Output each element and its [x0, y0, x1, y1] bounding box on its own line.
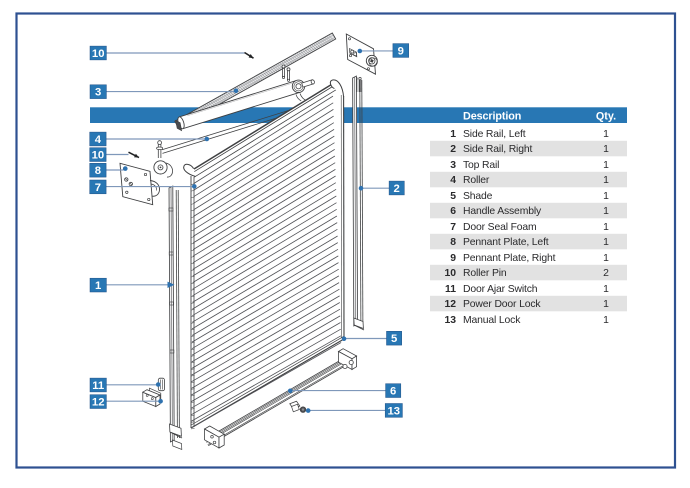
svg-text:11: 11 — [445, 284, 456, 295]
svg-text:13: 13 — [444, 315, 456, 326]
svg-text:9: 9 — [450, 253, 456, 264]
svg-text:Qty.: Qty. — [596, 110, 616, 122]
svg-text:Side Rail, Right: Side Rail, Right — [463, 144, 532, 155]
svg-text:1: 1 — [603, 315, 609, 326]
svg-text:5: 5 — [391, 333, 397, 345]
svg-text:Roller Pin: Roller Pin — [463, 268, 507, 279]
svg-text:6: 6 — [390, 386, 396, 398]
svg-text:1: 1 — [603, 144, 609, 155]
svg-text:Door Seal Foam: Door Seal Foam — [463, 222, 537, 233]
svg-text:7: 7 — [450, 222, 456, 233]
svg-text:1: 1 — [603, 206, 609, 217]
svg-text:1: 1 — [603, 191, 609, 202]
svg-text:1: 1 — [603, 222, 609, 233]
svg-text:Handle Assembly: Handle Assembly — [463, 206, 542, 217]
svg-text:1: 1 — [603, 237, 609, 248]
svg-text:4: 4 — [95, 134, 102, 146]
svg-text:Roller: Roller — [463, 175, 490, 186]
svg-text:4: 4 — [450, 175, 456, 186]
svg-text:Description: Description — [463, 110, 521, 122]
svg-text:Power Door Lock: Power Door Lock — [463, 299, 541, 310]
svg-text:11: 11 — [92, 380, 104, 392]
svg-text:Top Rail: Top Rail — [463, 160, 499, 171]
svg-text:2: 2 — [603, 268, 609, 279]
svg-text:2: 2 — [450, 144, 456, 155]
svg-text:10: 10 — [92, 48, 105, 60]
svg-text:1: 1 — [450, 129, 456, 140]
svg-text:8: 8 — [95, 165, 101, 177]
svg-text:2: 2 — [394, 183, 400, 195]
svg-text:1: 1 — [603, 299, 609, 310]
svg-text:12: 12 — [92, 397, 105, 409]
svg-text:Side Rail, Left: Side Rail, Left — [463, 129, 526, 140]
svg-text:12: 12 — [444, 299, 456, 310]
svg-text:1: 1 — [603, 175, 609, 186]
svg-text:6: 6 — [450, 206, 456, 217]
svg-text:Manual Lock: Manual Lock — [463, 315, 521, 326]
svg-text:Pennant Plate, Left: Pennant Plate, Left — [463, 237, 549, 248]
svg-text:7: 7 — [95, 182, 101, 194]
svg-text:10: 10 — [444, 268, 456, 279]
svg-text:Pennant Plate, Right: Pennant Plate, Right — [463, 253, 556, 264]
svg-text:1: 1 — [603, 129, 609, 140]
svg-text:Door Ajar Switch: Door Ajar Switch — [463, 284, 538, 295]
svg-text:9: 9 — [398, 45, 404, 57]
svg-text:13: 13 — [388, 405, 401, 417]
svg-text:3: 3 — [450, 160, 456, 171]
svg-text:1: 1 — [95, 280, 101, 292]
svg-text:3: 3 — [95, 87, 101, 99]
svg-text:1: 1 — [603, 253, 609, 264]
svg-text:Shade: Shade — [463, 191, 493, 202]
svg-text:8: 8 — [450, 237, 456, 248]
svg-text:5: 5 — [450, 191, 456, 202]
svg-text:1: 1 — [603, 160, 609, 171]
svg-text:1: 1 — [603, 284, 609, 295]
svg-text:10: 10 — [92, 150, 105, 162]
